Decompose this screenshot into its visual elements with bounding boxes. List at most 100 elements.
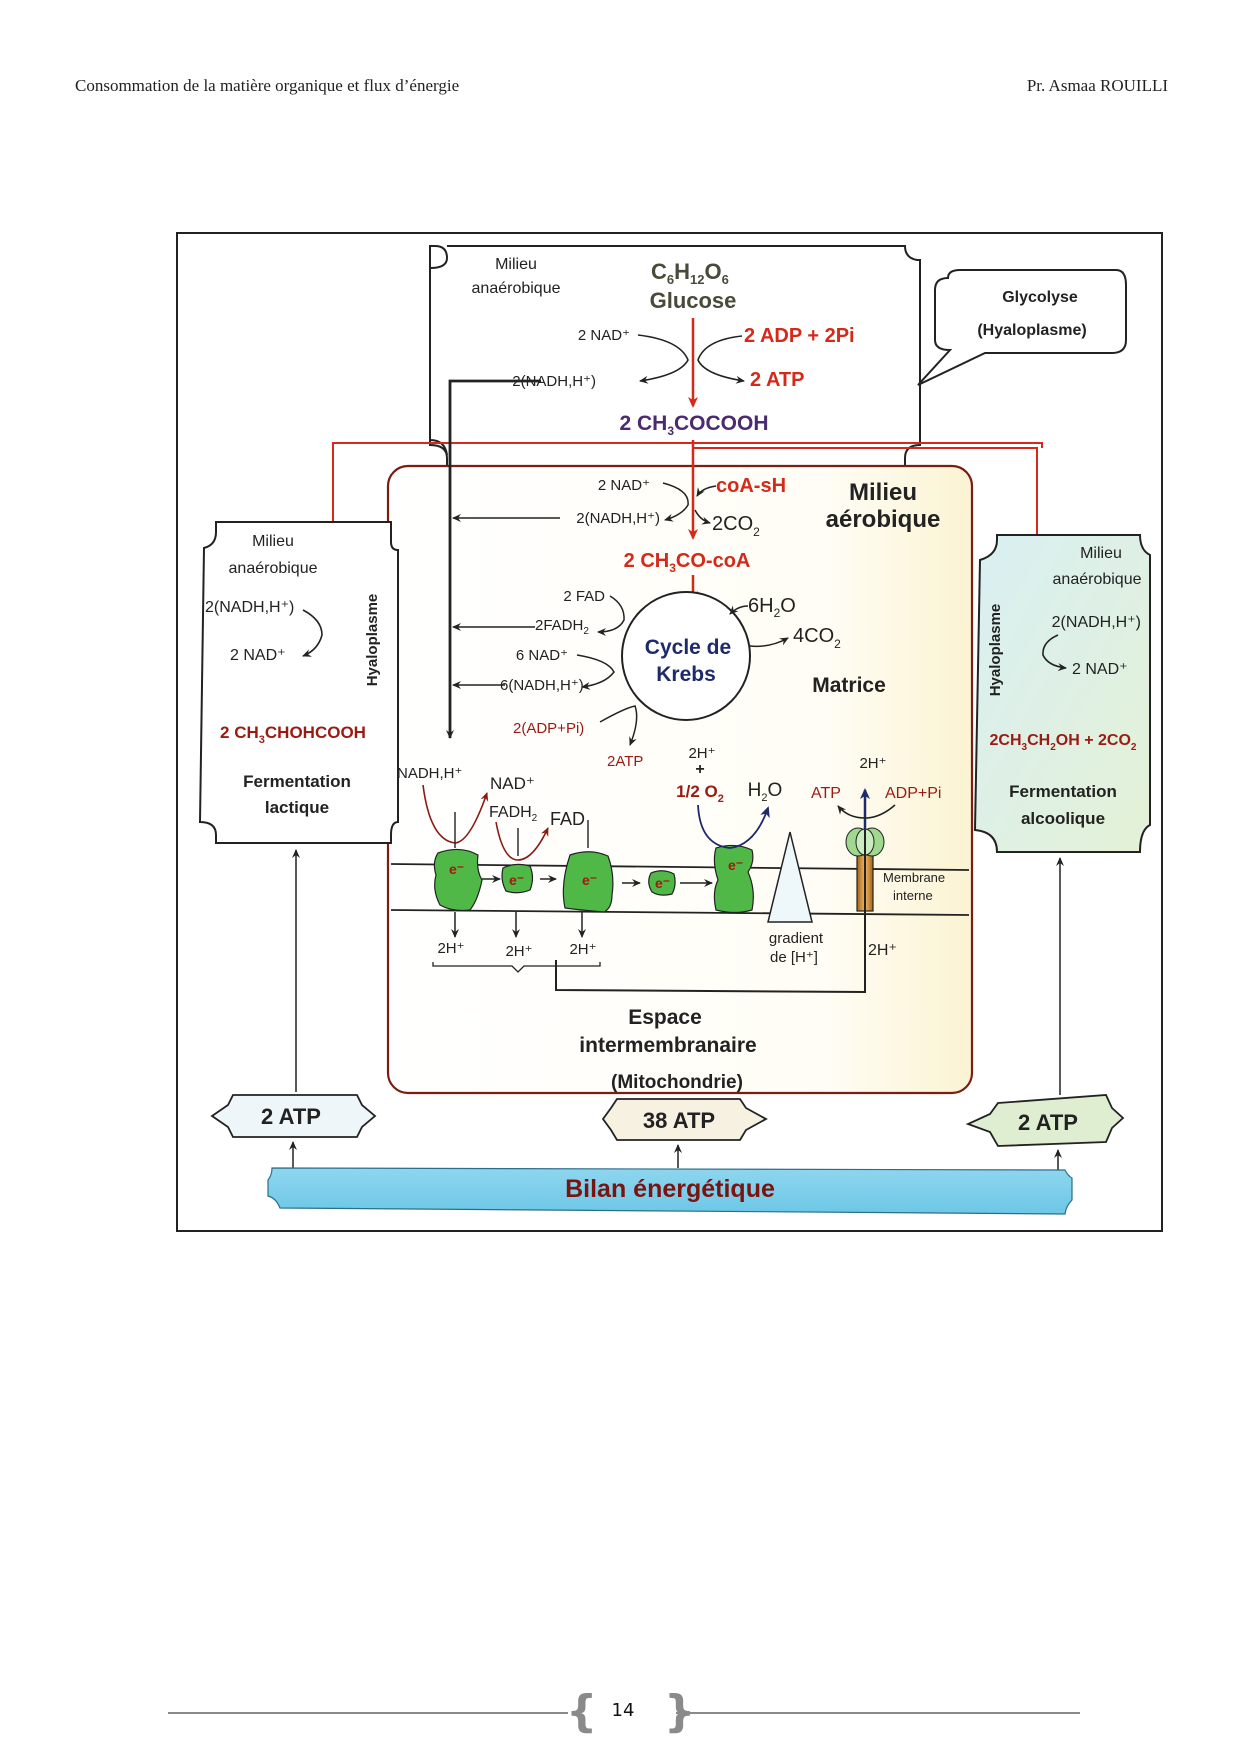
adp-to-atp-arrow <box>837 804 896 819</box>
krebs-fad: 2 FAD <box>563 588 605 605</box>
espace-label-2: intermembranaire <box>579 1034 756 1057</box>
footer-brace-right: } <box>664 1686 696 1737</box>
proton-gradient-triangle <box>767 831 813 923</box>
aerobic-atp-yield: 38 ATP <box>643 1108 715 1133</box>
alcoholic-atp-box <box>965 1094 1125 1147</box>
coa-arrow <box>696 485 717 497</box>
lactic-milieu-label-2: anaérobique <box>229 560 318 577</box>
lactic-nadh: 2(NADH,H⁺) <box>205 599 294 616</box>
callout-hyaloplasme: (Hyaloplasme) <box>977 322 1086 339</box>
krebs-co2: 4CO2 <box>793 625 841 651</box>
svg-text:C6H12O6: C6H12O6 <box>651 259 729 287</box>
synthase-atp: ATP <box>811 785 841 802</box>
aerobic-milieu-label-2: aérobique <box>826 506 941 533</box>
lactic-atp-yield: 2 ATP <box>261 1104 321 1129</box>
acetyl-coa-label: 2 CH3CO-coA <box>624 550 751 575</box>
matrice-label: Matrice <box>812 674 886 697</box>
espace-label-1: Espace <box>628 1006 702 1029</box>
glycolysis-atp: 2 ATP <box>750 369 804 391</box>
electron-1: e⁻ <box>449 861 464 877</box>
glycolysis-nadh: 2(NADH,H⁺) <box>512 373 596 390</box>
mito-nad: 2 NAD⁺ <box>598 477 650 494</box>
electron-4: e⁻ <box>655 875 670 891</box>
proton-out-1: 2H⁺ <box>437 940 464 957</box>
chain-fadh2: FADH2 <box>489 804 538 824</box>
alcoholic-nadh: 2(NADH,H⁺) <box>1052 614 1141 631</box>
alcoholic-milieu-label-2: anaérobique <box>1053 571 1142 588</box>
diagram-frame <box>176 232 1163 1232</box>
krebs-nad-arrow <box>576 654 615 690</box>
lactic-name-2: lactique <box>265 798 329 817</box>
lactic-name-1: Fermentation <box>243 772 351 791</box>
glycolysis-box <box>429 245 921 468</box>
chain-2h-plus: 2H⁺ <box>688 745 715 762</box>
lactic-nadh-arrow <box>302 609 323 657</box>
electron-3: e⁻ <box>582 872 597 888</box>
krebs-atp-arrow <box>599 705 638 746</box>
callout-glycolyse: Glycolyse <box>1002 289 1078 306</box>
alcoholic-product: 2CH3CH2OH + 2CO2 <box>990 732 1137 753</box>
complex-1 <box>433 848 483 912</box>
inner-membrane-bottom <box>390 909 970 916</box>
lactic-nad: 2 NAD⁺ <box>230 647 286 664</box>
mitochondrie-label: (Mitochondrie) <box>611 1072 743 1093</box>
complex-cyt-c <box>648 870 676 896</box>
complex-2 <box>501 863 534 894</box>
chain-nad: NAD⁺ <box>490 774 535 793</box>
krebs-nad6: 6 NAD⁺ <box>516 647 568 664</box>
glycolysis-milieu-label-2: anaérobique <box>472 280 561 297</box>
alcoholic-name-2: alcoolique <box>1021 809 1105 828</box>
krebs-label-2: Krebs <box>656 663 716 686</box>
chain-h2o: H2O <box>748 780 783 804</box>
alcoholic-fermentation-box <box>973 534 1151 853</box>
complex-3 <box>562 851 614 913</box>
chain-nadh: NADH,H⁺ <box>397 765 462 782</box>
glycolysis-nad-arrow <box>637 334 689 384</box>
proton-return-line <box>555 815 866 994</box>
alcoholic-nadh-arrow <box>1042 634 1067 672</box>
chain-o2: 1/2 O2 <box>676 782 724 805</box>
page-number: 14 <box>611 1700 635 1721</box>
alcoholic-milieu-label-1: Milieu <box>1080 545 1122 562</box>
lactic-product: 2 CH3CHOHCOOH <box>220 723 366 746</box>
chain-fad: FAD <box>550 809 585 829</box>
glucose-label: Glucose <box>650 288 737 313</box>
glucose-formula: C6H12O6 <box>651 259 729 287</box>
membrane-label-2: interne <box>893 888 933 903</box>
synthase-h-in: 2H⁺ <box>868 942 897 959</box>
alcoholic-nad: 2 NAD⁺ <box>1072 661 1128 678</box>
chain-plus: + <box>695 761 704 778</box>
glycolysis-milieu-label-1: Milieu <box>495 256 537 273</box>
alcoholic-name-1: Fermentation <box>1009 782 1117 801</box>
coa-label: coA-sH <box>716 475 786 497</box>
chain-fadh2-arrow <box>495 821 549 861</box>
gradient-label-1: gradient <box>769 930 824 947</box>
krebs-adp-pi: 2(ADP+Pi) <box>513 720 584 737</box>
glycolysis-nad: 2 NAD⁺ <box>578 327 630 344</box>
krebs-co2-arrow <box>749 637 789 648</box>
mito-nad-arrow <box>662 482 689 522</box>
glycolysis-atp-arrow <box>697 335 745 384</box>
co2-arrow <box>694 509 711 525</box>
gradient-label-2: de [H⁺] <box>770 949 818 966</box>
aerobic-atp-box <box>601 1098 768 1141</box>
lactic-fermentation-box <box>198 521 399 844</box>
krebs-cycle-circle <box>621 591 751 721</box>
proton-out-2: 2H⁺ <box>505 943 532 960</box>
krebs-fad-arrow <box>597 595 625 636</box>
glycolysis-adp: 2 ADP + 2Pi <box>744 325 855 347</box>
krebs-atp: 2ATP <box>607 753 643 770</box>
co2-label: 2CO2 <box>712 513 760 539</box>
pyruvate-label: 2 CH3COCOOH <box>619 412 768 438</box>
krebs-label-1: Cycle de <box>645 636 731 659</box>
synthase-adp-pi: ADP+Pi <box>885 785 941 802</box>
lactic-atp-box <box>210 1094 377 1138</box>
footer-rule-right <box>676 1712 1080 1714</box>
bilan-energetique-banner <box>267 1167 1073 1215</box>
glycolysis-callout <box>917 269 1127 386</box>
bilan-label: Bilan énergétique <box>565 1175 775 1203</box>
footer-rule-left <box>168 1712 568 1714</box>
alcoholic-hyaloplasme: Hyaloplasme <box>987 604 1004 697</box>
proton-brace <box>432 962 601 973</box>
